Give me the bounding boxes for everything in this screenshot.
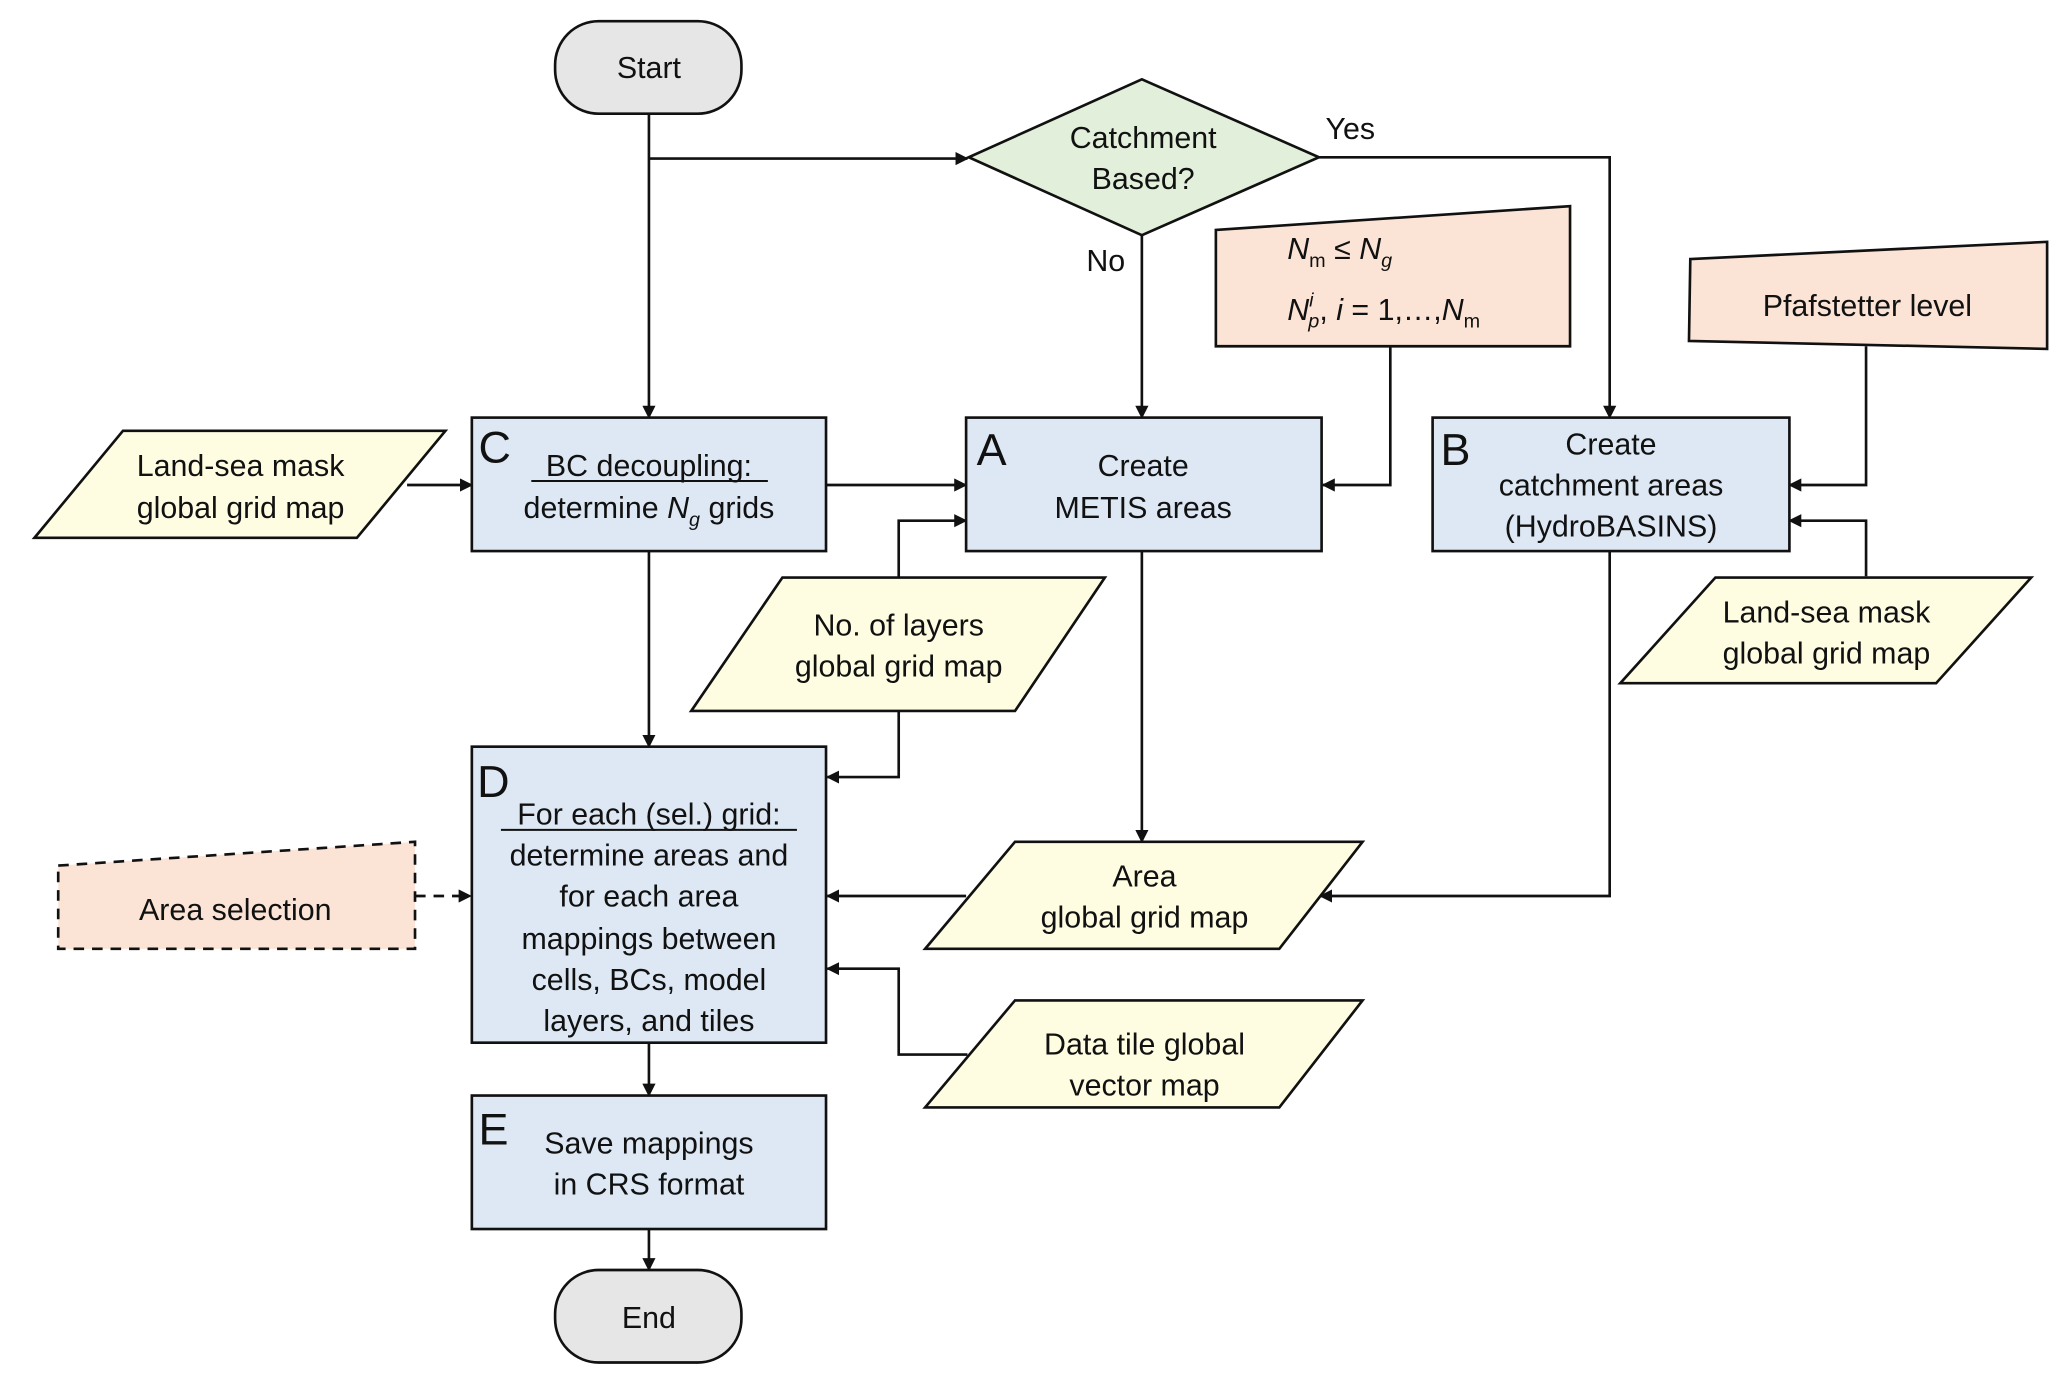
data-tile: Data tile global vector map: [922, 999, 1366, 1109]
process-d-line2: determine areas and: [510, 839, 789, 873]
process-e-letter: E: [478, 1103, 508, 1154]
data-area-line1: Area: [1112, 860, 1176, 894]
process-c-line2: determine Ng grids: [524, 491, 775, 531]
input-area-sel-shape: [56, 840, 417, 951]
data-landsea-left-line2: global grid map: [137, 491, 345, 525]
input-area-sel-label: Area selection: [139, 893, 331, 927]
data-area: Area global grid map: [922, 840, 1366, 951]
process-b-line1: Create: [1565, 428, 1656, 462]
process-a-letter: A: [977, 424, 1007, 475]
process-e-line2: in CRS format: [554, 1168, 745, 1202]
end-label: End: [622, 1301, 676, 1335]
process-c: C BC decoupling: determine Ng grids: [470, 416, 828, 553]
process-d: D For each (sel.) grid: determine areas …: [470, 745, 828, 1045]
data-landsea-right-line1: Land-sea mask: [1723, 595, 1931, 629]
decision-catchment: Catchment Based? Yes No: [965, 77, 1376, 278]
data-tile-shape: [922, 999, 1366, 1109]
process-d-shape: [470, 745, 828, 1045]
end-terminal: End: [553, 1268, 743, 1364]
process-c-line1: BC decoupling:: [546, 449, 752, 483]
process-b-letter: B: [1441, 424, 1471, 475]
edge-input-to-a: [1321, 346, 1392, 492]
data-landsea-right: Land-sea mask global grid map: [1617, 576, 2035, 685]
process-b-line3: (HydroBASINS): [1505, 510, 1718, 544]
edge-landsea-right-to-b: [1788, 514, 1868, 577]
decision-line1: Catchment: [1070, 121, 1217, 155]
process-a-line2: METIS areas: [1055, 491, 1232, 525]
decision-shape: [965, 77, 1323, 237]
data-area-line2: global grid map: [1041, 901, 1249, 935]
process-b: B Create catchment areas (HydroBASINS): [1431, 416, 1791, 553]
data-tile-line2: vector map: [1069, 1069, 1219, 1103]
process-b-line2: catchment areas: [1499, 469, 1724, 503]
data-layers-line1: No. of layers: [813, 609, 984, 643]
input-pfaf-label: Pfafstetter level: [1763, 289, 1972, 323]
start-shape: [553, 19, 743, 115]
input-pfafstetter: Pfafstetter level: [1687, 240, 2049, 351]
input-metis-eq1: Nm ≤ Ng: [1287, 232, 1392, 272]
data-landsea-right-line2: global grid map: [1723, 636, 1931, 670]
process-b-shape: [1431, 416, 1791, 553]
data-layers-line2: global grid map: [795, 650, 1003, 684]
process-e-shape: [470, 1094, 828, 1231]
process-d-line4: mappings between: [521, 922, 776, 956]
process-d-line6: layers, and tiles: [543, 1004, 754, 1038]
connectors: [407, 113, 1868, 1272]
edge-pfaf-to-b: [1788, 346, 1868, 492]
data-landsea-right-shape: [1617, 576, 2035, 685]
data-layers: No. of layers global grid map: [688, 576, 1108, 713]
end-shape: [553, 1268, 743, 1364]
process-d-line5: cells, BCs, model: [532, 963, 767, 997]
input-metis-shape: [1214, 204, 1572, 348]
data-landsea-left-shape: [31, 429, 449, 540]
edge-tile-to-d: [826, 962, 968, 1056]
process-e-line1: Save mappings: [544, 1127, 753, 1161]
yes-label: Yes: [1326, 112, 1376, 146]
process-d-letter: D: [477, 756, 509, 807]
data-layers-shape: [688, 576, 1108, 713]
input-area-selection: Area selection: [56, 840, 417, 951]
edge-layers-to-a: [897, 514, 968, 578]
data-landsea-left-line1: Land-sea mask: [137, 449, 345, 483]
process-d-line1: For each (sel.) grid:: [517, 798, 780, 832]
process-a: A Create METIS areas: [964, 416, 1323, 553]
start-label: Start: [617, 51, 682, 85]
process-c-letter: C: [478, 422, 510, 473]
process-e: E Save mappings in CRS format: [470, 1094, 828, 1231]
input-pfaf-shape: [1687, 240, 2049, 351]
no-label: No: [1086, 244, 1125, 278]
data-area-shape: [922, 840, 1366, 951]
edge-decision-yes-to-b: [1318, 155, 1617, 419]
data-landsea-left: Land-sea mask global grid map: [31, 429, 449, 540]
process-c-shape: [470, 416, 828, 553]
process-d-line3: for each area: [559, 880, 738, 914]
process-a-shape: [964, 416, 1323, 553]
edge-layers-to-d: [826, 710, 901, 784]
decision-line2: Based?: [1092, 162, 1195, 196]
process-a-line1: Create: [1098, 449, 1189, 483]
edge-b-to-area: [1318, 551, 1612, 903]
data-tile-line1: Data tile global: [1044, 1028, 1245, 1062]
start-terminal: Start: [553, 19, 743, 115]
